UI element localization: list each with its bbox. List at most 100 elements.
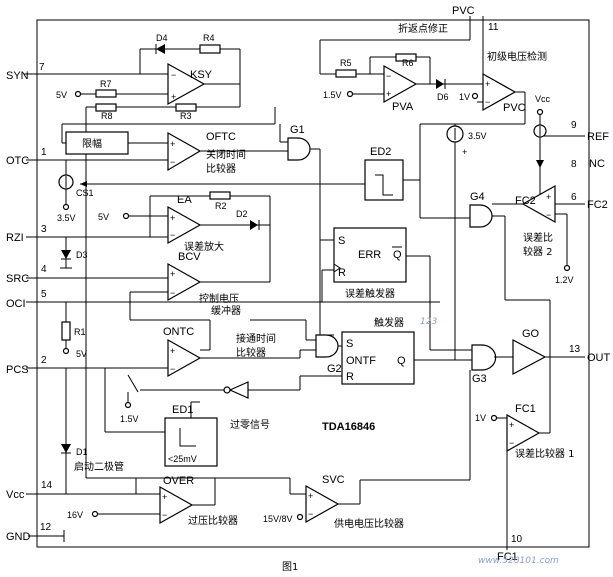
r6-resistor: R6 (395, 53, 417, 68)
bcv-amp: + − BCV 控制电压 缓冲器 (167, 251, 241, 317)
svg-text:−: − (170, 288, 175, 298)
d1-diode: D1 启动二极管 (61, 368, 124, 494)
fc2-desc-1: 误差比 (523, 231, 553, 244)
v5-c-label: 5V (76, 349, 87, 359)
g4-label: G4 (470, 191, 485, 203)
svg-text:−: − (546, 210, 551, 220)
ksy-label: KSY (190, 69, 213, 81)
v15-pva-label: 1.5V (323, 90, 342, 100)
pin-pcs: PCS 2 (6, 355, 168, 376)
pin-src-number: 4 (41, 264, 47, 275)
flipflop-title: 触发器 (374, 316, 404, 329)
v5-a-label: 5V (56, 90, 67, 100)
d1-desc: 启动二极管 (74, 460, 124, 473)
pin-syn: SYN 7 (6, 62, 155, 82)
v15-ontc-label: 1.5V (120, 414, 139, 424)
pin-rzi-label: RZI (6, 232, 24, 244)
r7-resistor: R7 (95, 79, 117, 98)
bcv-label: BCV (178, 251, 201, 263)
v35-source: 3.5V + (446, 124, 487, 360)
ontc-desc-2: 比较器 (236, 346, 266, 359)
cs1-label: CS1 (76, 188, 94, 198)
d3-diode: D3 (60, 237, 88, 269)
ontf-s: S (346, 338, 353, 350)
g1-label: G1 (290, 124, 305, 136)
pin-out: 13 OUT (545, 344, 611, 364)
v12-fc2-label: 1.2V (555, 275, 574, 285)
fc2-desc-2: 较器 2 (523, 245, 553, 258)
svg-text:+: + (386, 89, 391, 99)
err-s: S (338, 235, 345, 247)
bcv-desc-1: 控制电压 (199, 292, 239, 305)
pin-fc1-number: 10 (511, 534, 523, 545)
pin-nc: 8 NC (571, 158, 605, 170)
over-desc: 过压比较器 (188, 514, 238, 527)
oftc-desc-1: 关闭时间 (206, 148, 246, 161)
pin-src-label: SRC (6, 273, 29, 285)
pin-ref: 9 REF (540, 120, 609, 143)
pin-nc-number: 8 (571, 159, 577, 170)
pin-nc-label: NC (589, 158, 605, 170)
svg-text:−: − (485, 97, 490, 107)
r8-resistor: R8 (95, 103, 117, 121)
oftc-label: OFTC (206, 131, 236, 143)
r2-resistor: R2 (209, 191, 231, 211)
svg-text:+: + (308, 491, 313, 501)
pin-pvc: PVC 11 (452, 5, 499, 82)
r3-label: R3 (180, 111, 192, 121)
g4-gate: G4 (469, 191, 493, 228)
svg-text:+: + (546, 192, 551, 202)
bcv-desc-2: 缓冲器 (211, 304, 241, 317)
pin-otc-number: 1 (41, 147, 47, 158)
pvc-block-label: PVC (503, 102, 526, 114)
pin-gnd: GND 12 (6, 522, 65, 543)
r1-resistor: R1 5V (61, 302, 87, 359)
pin-syn-number: 7 (39, 62, 45, 73)
ref-source: Vcc (533, 94, 551, 180)
svc-amp: + − SVC 供电电压比较器 (305, 474, 404, 530)
err-label: ERR (358, 249, 381, 261)
pin-vcc-number: 14 (41, 480, 53, 491)
watermark-site: www.520101.com (478, 556, 559, 566)
g2-gate: G2 (315, 334, 342, 375)
v35-src-label: 3.5V (468, 131, 487, 141)
ea-label: EA (177, 194, 192, 206)
r5-label: R5 (340, 58, 352, 68)
limit-block: 限幅 (65, 131, 129, 155)
svg-text:−: − (170, 364, 175, 374)
pin-syn-label: SYN (6, 70, 29, 82)
svg-text:+: + (462, 147, 467, 157)
d2-diode: D2 (236, 209, 260, 230)
pva-label: PVA (392, 101, 414, 113)
svg-text:+: + (170, 269, 175, 279)
oftc-desc-2: 比较器 (206, 162, 236, 175)
d3-label: D3 (76, 250, 88, 260)
svg-text:−: − (386, 71, 391, 81)
pin-pvc-label: PVC (452, 5, 475, 17)
svg-text:−: − (509, 438, 514, 448)
fc2-amp: + − FC2 误差比 较器 2 (515, 184, 556, 258)
pin-oci: OCI 5 (6, 289, 440, 310)
d4-diode: D4 (140, 33, 240, 54)
fc1-block-label: FC1 (515, 403, 536, 415)
ontc-label: ONTC (163, 326, 194, 338)
ontc-amp: + − ONTC 接通时间 比较器 (163, 326, 276, 378)
inverter-buffer (140, 376, 301, 399)
g3-gate: G3 (471, 344, 497, 385)
cs1-source: CS1 3.5V (57, 160, 94, 223)
svg-text:−: − (170, 157, 175, 167)
r3-resistor: R3 (175, 103, 197, 121)
svg-text:−: − (308, 509, 313, 519)
over-label: OVER (163, 475, 194, 487)
pin-oci-number: 5 (41, 289, 47, 300)
svg-text:+: + (485, 79, 490, 89)
svg-text:+: + (171, 92, 176, 102)
d6-label: D6 (437, 92, 449, 102)
pin-fc2-label: FC2 (587, 199, 608, 211)
v16-over-label: 16V (67, 510, 83, 520)
pin-pvc-number: 11 (488, 22, 499, 33)
pin-rzi: RZI 3 (6, 224, 168, 244)
svc-label: SVC (322, 474, 345, 486)
r8-label: R8 (101, 111, 113, 121)
